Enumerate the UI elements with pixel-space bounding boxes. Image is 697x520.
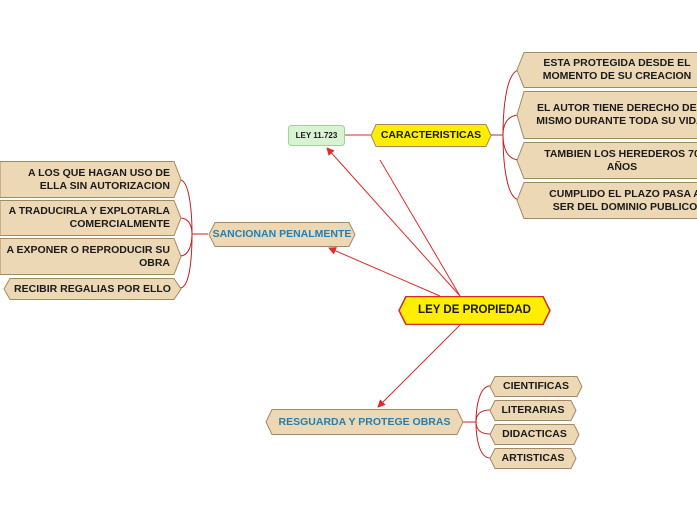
ley-note-label: LEY 11.723 — [295, 131, 338, 140]
central-node[interactable]: LEY DE PROPIEDAD — [398, 296, 551, 325]
caracteristica-item-label: ESTA PROTEGIDA DESDE EL MOMENTO DE SU CR… — [542, 57, 692, 82]
brace-resguarda — [462, 385, 491, 459]
caracteristica-item[interactable]: ESTA PROTEGIDA DESDE EL MOMENTO DE SU CR… — [516, 52, 697, 88]
sancion-item-label: A TRADUCIRLA Y EXPLOTARLA COMERCIALMENTE — [8, 205, 170, 230]
line-central-to-sancionan — [328, 247, 441, 297]
caracteristica-item-label: TAMBIEN LOS HEREDEROS 70 AÑOS — [544, 147, 697, 173]
obra-item[interactable]: ARTISTICAS — [489, 448, 577, 469]
obra-item-label: LITERARIAS — [501, 404, 565, 416]
caracteristica-item[interactable]: CUMPLIDO EL PLAZO PASA A SER DEL DOMINIO… — [516, 182, 697, 219]
sancion-item-label: A EXPONER O REPRODUCIR SU OBRA — [6, 243, 170, 269]
caracteristicas-node[interactable]: CARACTERISTICAS — [370, 124, 492, 147]
line-central-to-resguarda — [377, 324, 461, 408]
obra-item-label: CIENTIFICAS — [503, 380, 569, 392]
brace-caracteristicas — [490, 69, 521, 201]
central-label: LEY DE PROPIEDAD — [418, 304, 531, 316]
obra-item-label: DIDACTICAS — [502, 428, 567, 440]
obra-item[interactable]: DIDACTICAS — [489, 424, 580, 445]
resguarda-node[interactable]: RESGUARDA Y PROTEGE OBRAS — [265, 409, 464, 435]
caracteristica-item-label: CUMPLIDO EL PLAZO PASA A SER DEL DOMINIO… — [549, 187, 697, 213]
caracteristica-item-label: EL AUTOR TIENE DERECHO DEL MISMO DURANTE… — [536, 102, 697, 127]
sancion-item-label: A LOS QUE HAGAN USO DE ELLA SIN AUTORIZA… — [28, 166, 170, 192]
obra-item-label: ARTISTICAS — [501, 452, 565, 464]
obra-item[interactable]: LITERARIAS — [489, 400, 577, 421]
sancion-item[interactable]: A TRADUCIRLA Y EXPLOTARLA COMERCIALMENTE — [0, 200, 182, 236]
sancion-item[interactable]: A EXPONER O REPRODUCIR SU OBRA — [0, 238, 182, 275]
obra-item[interactable]: CIENTIFICAS — [489, 376, 583, 397]
ley-note[interactable]: LEY 11.723 — [288, 125, 345, 146]
brace-sancionan — [179, 179, 208, 289]
sancionan-label: SANCIONAN PENALMENTE — [212, 228, 352, 240]
caracteristica-item[interactable]: TAMBIEN LOS HEREDEROS 70 AÑOS — [516, 142, 697, 179]
resguarda-label: RESGUARDA Y PROTEGE OBRAS — [278, 415, 451, 428]
sancion-item-label: RECIBIR REGALIAS POR ELLO — [14, 282, 171, 295]
sancion-item[interactable]: RECIBIR REGALIAS POR ELLO — [3, 278, 182, 300]
line-central-to-note — [326, 147, 461, 297]
caracteristica-item[interactable]: EL AUTOR TIENE DERECHO DEL MISMO DURANTE… — [516, 91, 697, 139]
line-central-to-caracteristicas — [379, 159, 461, 297]
sancionan-node[interactable]: SANCIONAN PENALMENTE — [208, 222, 356, 247]
sancion-item[interactable]: A LOS QUE HAGAN USO DE ELLA SIN AUTORIZA… — [0, 161, 182, 198]
caracteristicas-label: CARACTERISTICAS — [380, 129, 482, 141]
